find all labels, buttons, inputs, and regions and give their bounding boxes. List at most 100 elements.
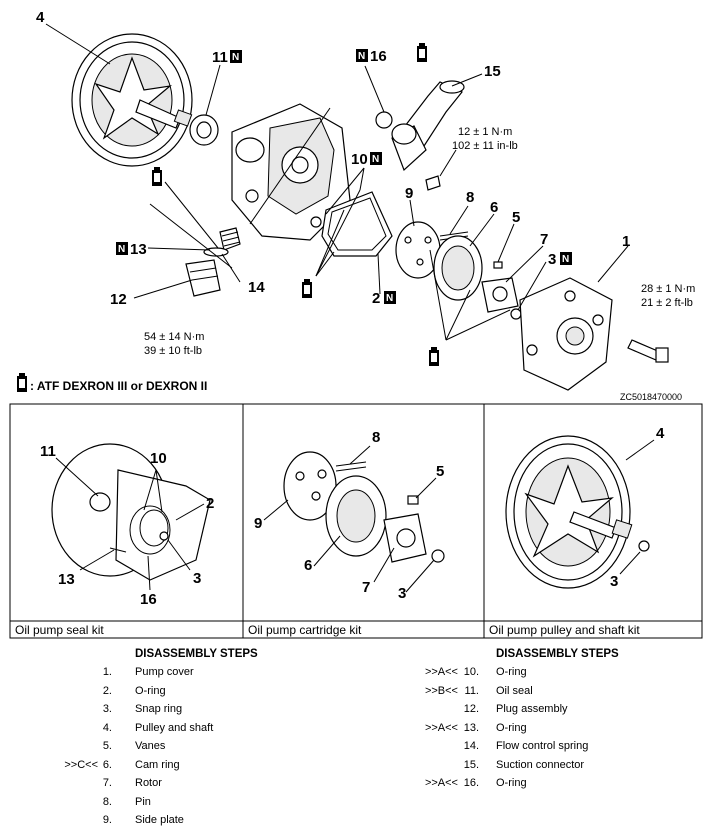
seal-kit-callout: 13 bbox=[58, 571, 75, 588]
step-procedure-mark: >>B<< bbox=[424, 684, 458, 697]
new-part-marker: N bbox=[358, 51, 365, 62]
step-row: >>C<< 6. Cam ring bbox=[0, 759, 360, 777]
step-row: 7. Rotor bbox=[0, 777, 360, 795]
atf-bottle-icon bbox=[17, 373, 27, 392]
step-number: 4. bbox=[102, 721, 112, 734]
step-procedure-mark: >>C<< bbox=[64, 758, 98, 771]
callout-13: 13 bbox=[130, 241, 147, 258]
step-row: >>A<< 13. O-ring bbox=[360, 722, 712, 740]
step-name: Pin bbox=[135, 795, 151, 808]
step-row: 1. Pump cover bbox=[0, 666, 360, 684]
step-number: 6. bbox=[102, 758, 112, 771]
leader-lines bbox=[45, 23, 629, 341]
kit-title-pulley: Oil pump pulley and shaft kit bbox=[489, 623, 640, 637]
step-name: Cam ring bbox=[135, 758, 180, 771]
step-number: 13. bbox=[463, 721, 479, 734]
pulley-shaft-part bbox=[71, 33, 193, 167]
step-name: Pump cover bbox=[135, 666, 194, 678]
atf-bottle-icon bbox=[152, 167, 162, 186]
pulley-kit-drawing bbox=[505, 435, 655, 589]
cartridge-kit-callout: 3 bbox=[398, 585, 406, 602]
seal-kit-callout: 10 bbox=[150, 450, 167, 467]
step-name: O-ring bbox=[496, 666, 527, 678]
seal-kit-callout: 11 bbox=[40, 443, 56, 460]
o-ring-10-part bbox=[321, 191, 393, 257]
step-row: 4.Pulley and shaft bbox=[0, 722, 360, 740]
step-number: 15. bbox=[463, 758, 479, 771]
callout-5: 5 bbox=[512, 209, 520, 226]
torque-suction-nm: 12 ± 1 N·m bbox=[458, 126, 512, 138]
step-name: Suction connector bbox=[496, 758, 585, 771]
cartridge-kit-callout: 6 bbox=[304, 557, 312, 574]
step-name: Rotor bbox=[135, 777, 162, 789]
steps-right: DISASSEMBLY STEPS >>A<<10.O-ring>>B<<11.… bbox=[360, 644, 712, 834]
step-procedure-mark: >>A<< bbox=[424, 777, 458, 789]
step-number: 1. bbox=[102, 666, 112, 678]
callout-3: 3 bbox=[548, 251, 556, 268]
atf-bottle-icon bbox=[417, 43, 427, 62]
pulley-kit-callout: 4 bbox=[656, 425, 665, 442]
torque-plug-nm: 54 ± 14 N·m bbox=[144, 331, 204, 343]
callout-1: 1 bbox=[622, 233, 630, 250]
new-part-marker: N bbox=[386, 293, 393, 304]
step-number: 3. bbox=[102, 703, 112, 715]
suction-connector-part bbox=[375, 80, 465, 191]
step-number: 14. bbox=[463, 740, 479, 752]
step-name: O-ring bbox=[496, 721, 527, 734]
seal-kit-callout: 3 bbox=[193, 570, 201, 587]
callout-6: 6 bbox=[490, 199, 498, 216]
callout-16: 16 bbox=[370, 48, 387, 65]
kit-title-cartridge: Oil pump cartridge kit bbox=[248, 623, 362, 637]
kit-title-seal: Oil pump seal kit bbox=[15, 623, 104, 637]
steps-header: DISASSEMBLY STEPS bbox=[135, 648, 258, 660]
pump-body-part bbox=[231, 103, 351, 241]
legend-text: : ATF DEXRON III or DEXRON II bbox=[30, 379, 207, 393]
step-procedure-mark: >>A<< bbox=[424, 721, 458, 734]
torque-plug-ftlb: 39 ± 10 ft-lb bbox=[144, 345, 202, 357]
new-part-marker: N bbox=[562, 254, 569, 265]
callout-4: 4 bbox=[36, 9, 45, 26]
step-procedure-mark: >>A<< bbox=[424, 666, 458, 678]
figure-code: ZC5018470000 bbox=[620, 392, 682, 402]
callout-9: 9 bbox=[405, 185, 413, 202]
cartridge-kit-callout: 8 bbox=[372, 429, 380, 446]
cartridge-kit-callout: 7 bbox=[362, 579, 370, 596]
step-row: >>B<<11.Oil seal bbox=[360, 685, 712, 703]
callout-7: 7 bbox=[540, 231, 548, 248]
step-name: Snap ring bbox=[135, 703, 183, 715]
step-number: 2. bbox=[102, 684, 112, 697]
atf-bottle-icon bbox=[302, 279, 312, 298]
step-number: 7. bbox=[102, 777, 112, 789]
cartridge-parts bbox=[395, 221, 522, 320]
step-row: 5. Vanes bbox=[0, 740, 360, 758]
step-row: 9.Side plate bbox=[0, 814, 360, 832]
step-name: Vanes bbox=[135, 740, 166, 752]
step-row: 14. Flow control spring bbox=[360, 740, 712, 758]
torque-suction-inlb: 102 ± 11 in-lb bbox=[452, 140, 518, 152]
step-name: O-ring bbox=[135, 684, 166, 697]
new-part-marker: N bbox=[372, 154, 379, 165]
seal-kit-drawing bbox=[51, 443, 211, 591]
step-name: Flow control spring bbox=[496, 740, 589, 752]
step-row: >>A<<10.O-ring bbox=[360, 666, 712, 684]
kit-panels bbox=[9, 403, 703, 639]
step-row: 3. Snap ring bbox=[0, 703, 360, 721]
step-number: 12. bbox=[463, 703, 479, 715]
step-number: 9. bbox=[102, 814, 112, 826]
step-number: 8. bbox=[102, 795, 112, 808]
step-name: O-ring bbox=[496, 777, 527, 789]
torque-cover-ftlb: 21 ± 2 ft-lb bbox=[641, 297, 693, 309]
new-part-marker: N bbox=[118, 244, 125, 255]
callout-8: 8 bbox=[466, 189, 474, 206]
step-row: 15. Suction connector bbox=[360, 759, 712, 777]
step-number: 5. bbox=[102, 740, 112, 752]
step-row: >>A<< 16. O-ring bbox=[360, 777, 712, 795]
step-number: 11. bbox=[464, 684, 479, 697]
pulley-kit-callout: 3 bbox=[610, 573, 618, 590]
step-row: 8. Pin bbox=[0, 796, 360, 814]
seal-kit-callout: 16 bbox=[140, 591, 157, 608]
cartridge-kit-callout: 9 bbox=[254, 515, 262, 532]
torque-cover-nm: 28 ± 1 N·m bbox=[641, 283, 695, 295]
step-number: 16. bbox=[463, 777, 479, 789]
new-part-marker: N bbox=[232, 52, 239, 63]
